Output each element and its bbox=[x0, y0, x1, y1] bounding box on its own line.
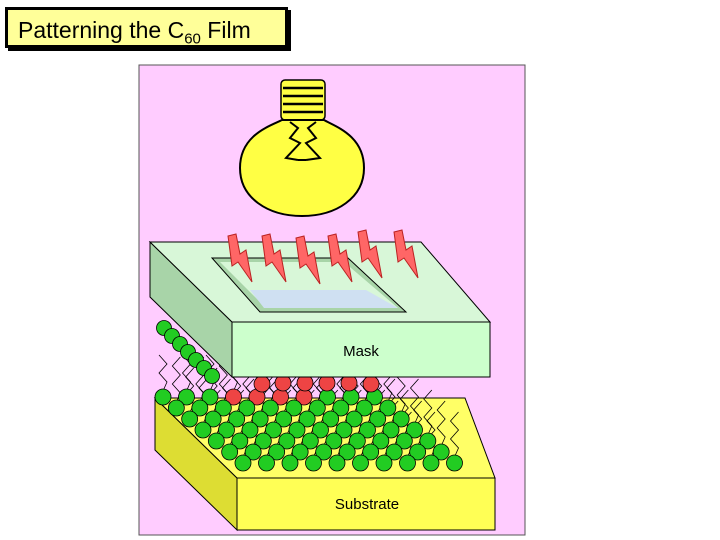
c60-molecule bbox=[231, 432, 249, 450]
c60-molecule bbox=[406, 421, 423, 439]
alkyl-chain bbox=[409, 378, 420, 425]
c60-molecule bbox=[258, 454, 275, 472]
c60-molecule bbox=[392, 410, 410, 428]
c60-molecule bbox=[291, 443, 309, 461]
c60-molecule bbox=[261, 399, 279, 417]
c60-molecule bbox=[265, 421, 282, 439]
c60-molecule bbox=[251, 410, 269, 428]
lightning-bolt-icon bbox=[393, 229, 419, 279]
title-suffix: Film bbox=[200, 17, 251, 43]
alkyl-chain bbox=[158, 354, 168, 392]
mask-window bbox=[250, 290, 398, 308]
c60-molecule bbox=[395, 432, 413, 450]
alkyl-chain bbox=[436, 400, 446, 447]
light-bulb-icon bbox=[238, 79, 366, 218]
c60-molecule bbox=[301, 432, 319, 450]
c60-molecule bbox=[355, 399, 373, 417]
c60-molecule bbox=[241, 421, 259, 439]
title-box: Patterning the C60 Film bbox=[5, 7, 288, 48]
c60-molecule bbox=[422, 454, 440, 472]
c60-molecule bbox=[322, 410, 340, 428]
c60-molecule bbox=[191, 399, 209, 417]
substrate-label: Substrate bbox=[335, 496, 399, 513]
c60-molecule bbox=[369, 410, 387, 428]
c60-molecule bbox=[281, 454, 299, 472]
light-rays bbox=[227, 229, 419, 285]
exposed-molecule bbox=[225, 388, 242, 406]
c60-molecule bbox=[325, 432, 343, 450]
c60-molecule bbox=[335, 421, 353, 439]
c60-molecule bbox=[285, 399, 303, 417]
c60-molecule bbox=[359, 421, 376, 439]
c60-molecule bbox=[399, 454, 416, 472]
c60-molecule bbox=[298, 410, 316, 428]
exposed-molecule bbox=[362, 375, 380, 393]
c60-molecule bbox=[446, 454, 463, 472]
c60-molecule bbox=[419, 432, 437, 450]
c60-molecule bbox=[204, 368, 220, 384]
c60-molecule bbox=[238, 399, 256, 417]
c60-molecule bbox=[244, 443, 262, 461]
title-prefix: Patterning the C bbox=[18, 17, 185, 43]
page-title: Patterning the C60 Film bbox=[18, 17, 251, 48]
c60-molecule bbox=[214, 399, 232, 417]
c60-molecule bbox=[228, 410, 246, 428]
c60-molecule bbox=[218, 421, 235, 439]
lightning-bolt-icon bbox=[357, 229, 383, 279]
lightning-bolt-icon bbox=[327, 233, 353, 283]
c60-molecule bbox=[338, 443, 356, 461]
c60-molecule bbox=[409, 443, 427, 461]
c60-molecule bbox=[167, 399, 185, 417]
c60-molecule bbox=[204, 410, 222, 428]
c60-molecule bbox=[201, 388, 219, 406]
c60-molecule bbox=[178, 388, 195, 406]
c60-molecule bbox=[432, 443, 450, 461]
lightning-bolt-icon bbox=[227, 233, 253, 283]
c60-molecule bbox=[375, 454, 393, 472]
c60-molecule bbox=[268, 443, 286, 461]
c60-molecule bbox=[278, 432, 296, 450]
c60-molecule bbox=[328, 454, 346, 472]
lightning-bolt-icon bbox=[261, 233, 287, 283]
c60-molecule bbox=[382, 421, 400, 439]
c60-molecule bbox=[348, 432, 366, 450]
c60-molecule bbox=[385, 443, 403, 461]
c60-molecule bbox=[154, 388, 172, 406]
alkyl-chain bbox=[181, 354, 192, 392]
c60-molecule bbox=[275, 410, 293, 428]
alkyl-chain bbox=[449, 411, 460, 458]
c60-molecule bbox=[288, 421, 306, 439]
c60-molecule bbox=[305, 454, 322, 472]
c60-molecule bbox=[372, 432, 390, 450]
c60-molecule bbox=[315, 443, 333, 461]
c60-molecule bbox=[379, 399, 397, 417]
c60-molecule bbox=[352, 454, 369, 472]
c60-molecule bbox=[332, 399, 350, 417]
title-subscript: 60 bbox=[184, 30, 201, 48]
c60-molecule bbox=[254, 432, 272, 450]
c60-molecule bbox=[312, 421, 329, 439]
c60-molecules bbox=[154, 320, 463, 472]
c60-molecule bbox=[362, 443, 380, 461]
c60-molecule bbox=[234, 454, 252, 472]
c60-molecule bbox=[308, 399, 326, 417]
c60-molecule bbox=[181, 410, 199, 428]
mask-label: Mask bbox=[343, 343, 379, 360]
c60-molecule bbox=[345, 410, 363, 428]
c60-molecule bbox=[207, 432, 225, 450]
alkyl-chain bbox=[423, 389, 433, 436]
c60-molecule bbox=[194, 421, 212, 439]
exposed-molecule bbox=[253, 375, 271, 393]
c60-molecule bbox=[221, 443, 239, 461]
lightning-bolt-icon bbox=[295, 235, 321, 285]
